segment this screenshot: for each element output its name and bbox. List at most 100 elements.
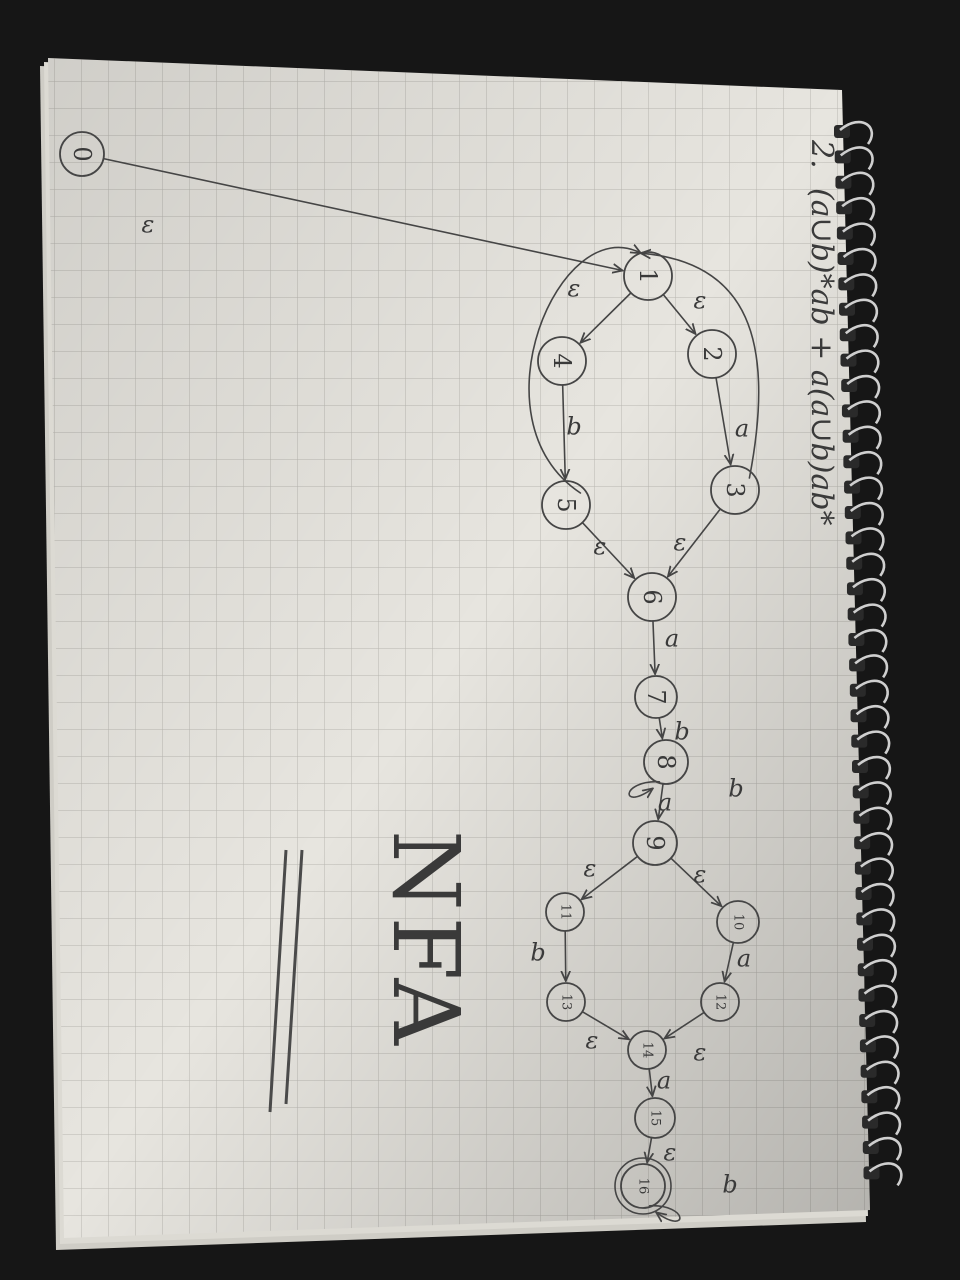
transition-1-4 (580, 292, 632, 343)
transition-label: ε (142, 211, 155, 239)
state-label: 14 (640, 1042, 655, 1059)
transition-label: a (658, 789, 672, 817)
binding-hole (863, 1166, 880, 1180)
spiral-ring (843, 273, 878, 298)
transition-10-12 (725, 941, 735, 981)
spiral-ring (856, 730, 891, 755)
binding-hole (856, 912, 873, 926)
spiral-ring (862, 958, 897, 983)
binding-hole (860, 1064, 877, 1078)
spiral-ring (839, 120, 874, 145)
spiral-ring (867, 1111, 902, 1136)
state-15 (634, 1097, 676, 1139)
state-label: 4 (548, 353, 576, 368)
spiral-ring (861, 908, 896, 933)
binding-hole (852, 785, 869, 799)
binding-hole (857, 963, 874, 977)
spiral-ring (862, 933, 897, 958)
binding-hole (851, 734, 868, 748)
spiral-ring (860, 857, 894, 882)
binding-hole (857, 937, 874, 951)
binding-hole (844, 480, 861, 494)
state-12 (700, 982, 740, 1022)
state-label: 3 (721, 482, 749, 497)
spiral-ring (844, 298, 879, 323)
transition-label: ε (694, 1039, 707, 1067)
binding-hole (834, 125, 850, 138)
transition-13-14 (581, 1010, 629, 1040)
state-14 (627, 1030, 667, 1070)
binding-hole (834, 150, 851, 164)
spiral-ring (847, 425, 882, 450)
transition-14-15 (649, 1068, 652, 1096)
transition-3-1 (641, 253, 760, 479)
spiral-ring (857, 781, 892, 806)
spiral-ring (855, 704, 890, 729)
state-label: 12 (713, 994, 728, 1011)
binding-hole (849, 658, 866, 672)
binding-hole (841, 404, 858, 418)
transition-8-9 (658, 782, 663, 819)
binding-hole (859, 1014, 876, 1027)
nfa-diagram: εεεabεεabbaεεabεεaεb01234567891011121314… (59, 131, 760, 1221)
spiral-ring (855, 679, 889, 704)
nfa-title-group: NFA (372, 830, 479, 1051)
self-loop-8 (628, 780, 661, 797)
accepting-ring (614, 1157, 672, 1215)
binding-hole (852, 760, 868, 773)
state-label: 2 (698, 346, 726, 361)
spiral-ring (845, 349, 880, 374)
binding-hole (843, 455, 860, 469)
binding-hole (853, 810, 870, 824)
binding-hole (842, 429, 859, 443)
spiral-ring (863, 984, 898, 1009)
regex-expression: (a∪b)*ab + a(a∪b)ab* (804, 188, 839, 526)
transition-label: b (722, 1171, 737, 1199)
notebook-page (48, 58, 870, 1238)
spiral-ring (852, 577, 887, 602)
state-11 (545, 892, 585, 932)
binding-hole (858, 988, 875, 1002)
state-4 (537, 336, 587, 386)
spiral-ring (867, 1136, 902, 1161)
binding-hole (854, 836, 871, 850)
binding-hole (854, 861, 871, 875)
transition-label: ε (674, 529, 687, 557)
state-10 (716, 900, 760, 944)
binding-hole (850, 709, 867, 723)
state-9 (632, 820, 678, 866)
binding-hole (838, 277, 855, 291)
binding-hole (836, 201, 853, 215)
binding-hole (862, 1115, 879, 1129)
binding-hole (862, 1141, 879, 1154)
transition-label: b (674, 718, 689, 746)
binding-hole (839, 302, 856, 316)
spiral-ring (851, 552, 886, 577)
state-label: 10 (731, 914, 746, 931)
spiral-ring (846, 374, 881, 399)
transition-label: b (728, 775, 743, 803)
binding-hole (846, 556, 863, 570)
task-number: 2. (804, 139, 839, 169)
spiral-binding (834, 120, 903, 1187)
binding-hole (841, 379, 858, 392)
binding-hole (840, 353, 857, 367)
transition-9-10 (670, 857, 721, 906)
state-13 (546, 982, 586, 1022)
binding-hole (845, 531, 862, 545)
spiral-ring (849, 476, 884, 501)
title-underline (268, 849, 288, 1113)
state-label: 15 (648, 1110, 663, 1127)
state-label: 7 (642, 689, 670, 704)
transition-label: ε (664, 1139, 677, 1167)
spiral-ring (853, 628, 888, 653)
exercise-header: 2. (a∪b)*ab + a(a∪b)ab* (804, 139, 839, 526)
spiral-ring (860, 882, 895, 907)
binding-hole (847, 607, 864, 621)
transition-label: ε (694, 861, 707, 889)
spiral-ring (854, 654, 889, 679)
transition-label: a (735, 415, 749, 443)
binding-hole (859, 1039, 876, 1053)
spiral-ring (841, 196, 876, 221)
spiral-ring (842, 247, 877, 272)
